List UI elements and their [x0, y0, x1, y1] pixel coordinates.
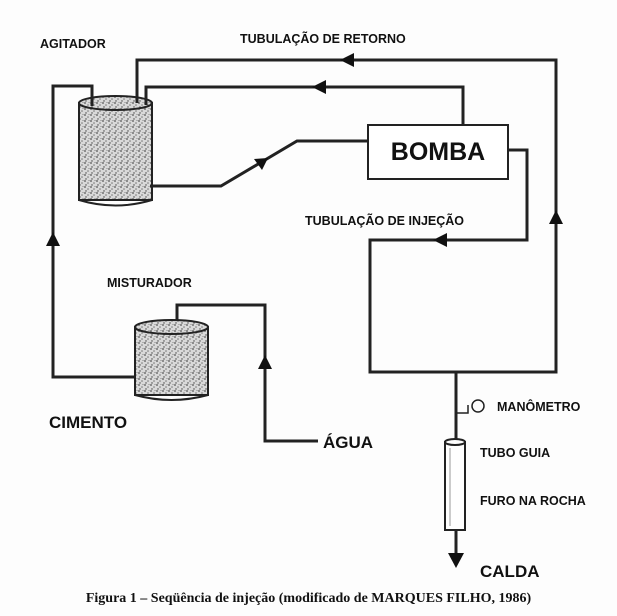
- arrow-up-water: [258, 355, 272, 369]
- flow-arrows: [46, 53, 563, 568]
- injection-line: [368, 148, 529, 440]
- return-line-inner: [144, 85, 465, 124]
- arrow-up-left: [46, 232, 60, 246]
- mixer-label: MISTURADOR: [107, 276, 192, 290]
- arrow-down-output: [448, 553, 464, 568]
- agitator-label: AGITADOR: [40, 37, 106, 51]
- manometer-label: MANÔMETRO: [497, 400, 581, 414]
- grout-label: CALDA: [480, 562, 540, 581]
- arrow-return-inner: [312, 80, 326, 94]
- arrow-up-right: [549, 210, 563, 224]
- mixer-tank: [134, 319, 209, 401]
- cement-label: CIMENTO: [49, 413, 128, 432]
- injection-line-label: TUBULAÇÃO DE INJEÇÃO: [305, 214, 465, 228]
- arrow-injection: [433, 233, 447, 247]
- cement-line: [51, 84, 135, 379]
- guide-tube-label: TUBO GUIA: [480, 446, 551, 460]
- pump-box: BOMBA: [367, 124, 509, 180]
- water-line: [175, 303, 318, 443]
- guide-tube: [444, 438, 466, 531]
- borehole-label: FURO NA ROCHA: [480, 494, 586, 508]
- return-line-label: TUBULAÇÃO DE RETORNO: [240, 32, 406, 46]
- arrow-suction: [254, 158, 268, 170]
- agitator-tank: [78, 95, 153, 207]
- figure-caption: Figura 1 – Seqüência de injeção (modific…: [85, 591, 532, 606]
- water-label: ÁGUA: [323, 433, 374, 452]
- manometer: [456, 399, 485, 414]
- arrow-return-outer: [340, 53, 354, 67]
- return-line-outer: [135, 58, 558, 374]
